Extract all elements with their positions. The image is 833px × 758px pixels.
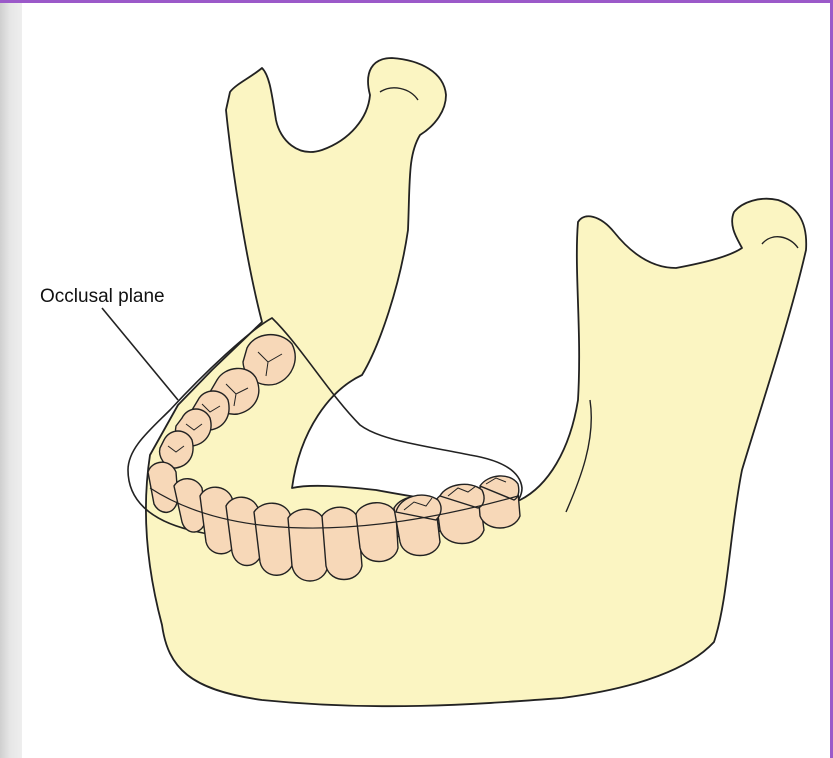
tooth-canine-right [356, 503, 398, 562]
tooth-incisor-c2 [254, 503, 294, 575]
label-leader-line [102, 308, 178, 400]
occlusal-plane-label: Occlusal plane [40, 286, 165, 308]
